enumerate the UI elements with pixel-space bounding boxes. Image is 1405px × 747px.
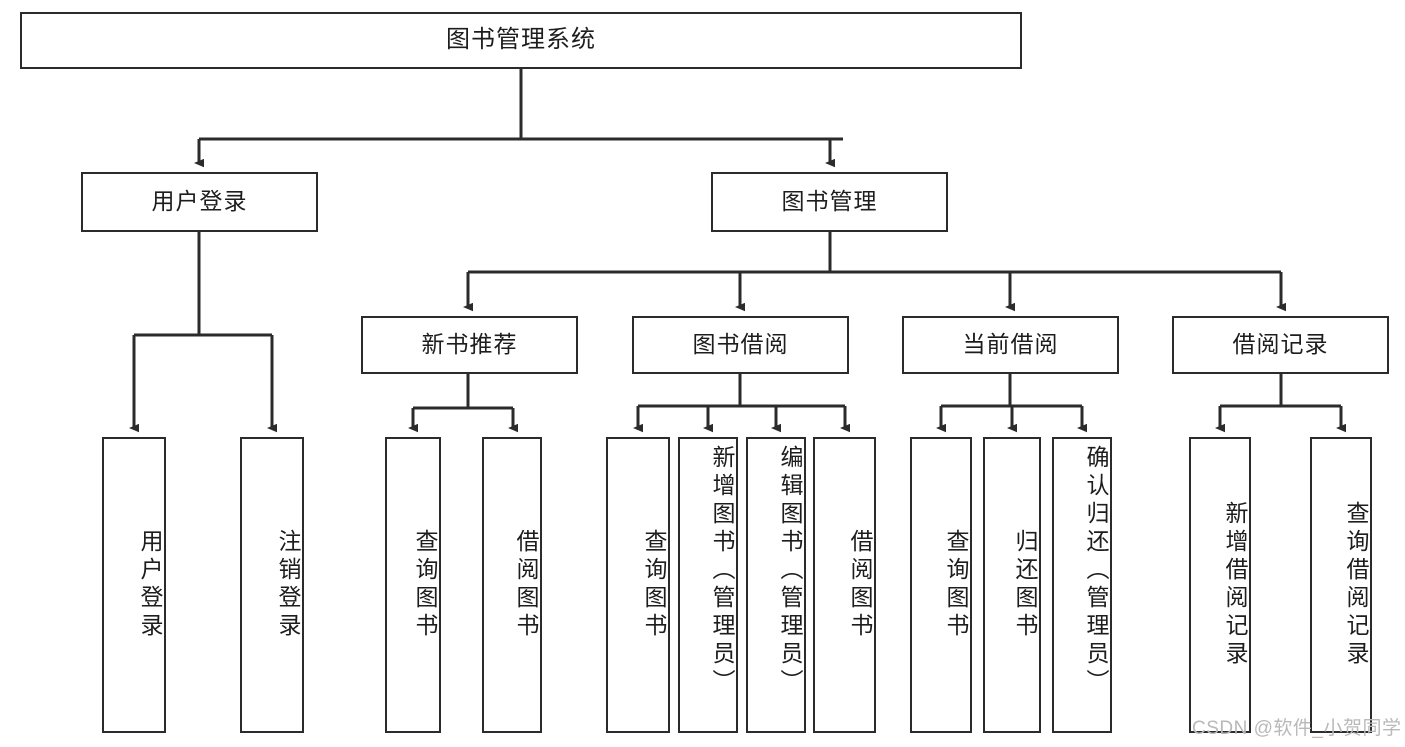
node-root[interactable]: 图书管理系统 [20, 12, 1022, 69]
node-leaf-add-book-admin-label: 新增图书（管理员） [709, 445, 735, 697]
node-leaf-query-borrow-record-label: 查询借阅记录 [1343, 501, 1369, 669]
node-leaf-borrow-book-label: 借阅图书 [847, 529, 873, 641]
node-leaf-query-book-borrow[interactable]: 查询图书 [606, 437, 670, 733]
node-root-label: 图书管理系统 [446, 26, 596, 54]
node-leaf-user-login[interactable]: 用户登录 [102, 437, 166, 733]
node-leaf-query-borrow-record[interactable]: 查询借阅记录 [1310, 437, 1372, 733]
node-book-manage-label: 图书管理 [781, 188, 878, 215]
node-leaf-query-book-current-label: 查询图书 [943, 529, 969, 641]
node-book-borrow[interactable]: 图书借阅 [632, 316, 849, 374]
node-new-book-recommend[interactable]: 新书推荐 [361, 316, 578, 374]
node-current-borrow[interactable]: 当前借阅 [902, 316, 1119, 374]
node-user-login[interactable]: 用户登录 [81, 172, 318, 232]
node-leaf-borrow-book[interactable]: 借阅图书 [813, 437, 876, 733]
node-new-book-recommend-label: 新书推荐 [421, 331, 518, 358]
node-leaf-query-book-borrow-label: 查询图书 [641, 529, 667, 641]
node-leaf-edit-book-admin-label: 编辑图书（管理员） [777, 445, 803, 697]
node-user-login-label: 用户登录 [151, 188, 248, 215]
node-leaf-confirm-return-admin[interactable]: 确认归还（管理员） [1052, 437, 1112, 733]
node-leaf-borrow-book-rec-label: 借阅图书 [513, 529, 539, 641]
node-leaf-add-book-admin[interactable]: 新增图书（管理员） [678, 437, 738, 733]
node-leaf-borrow-book-rec[interactable]: 借阅图书 [482, 437, 542, 733]
node-leaf-query-book-rec[interactable]: 查询图书 [385, 437, 441, 733]
node-leaf-query-book-rec-label: 查询图书 [412, 529, 438, 641]
node-leaf-add-borrow-record[interactable]: 新增借阅记录 [1189, 437, 1251, 733]
node-current-borrow-label: 当前借阅 [962, 331, 1059, 358]
node-book-manage[interactable]: 图书管理 [711, 172, 948, 232]
node-leaf-user-logout[interactable]: 注销登录 [240, 437, 304, 733]
node-borrow-record[interactable]: 借阅记录 [1172, 316, 1389, 374]
csdn-watermark: CSDN @软件_小贺同学 [1192, 718, 1402, 739]
node-book-borrow-label: 图书借阅 [692, 331, 789, 358]
node-leaf-return-book-label: 归还图书 [1012, 529, 1038, 641]
node-leaf-user-logout-label: 注销登录 [275, 529, 301, 641]
node-leaf-edit-book-admin[interactable]: 编辑图书（管理员） [746, 437, 806, 733]
node-borrow-record-label: 借阅记录 [1232, 331, 1329, 358]
node-leaf-user-login-label: 用户登录 [137, 529, 163, 641]
node-leaf-confirm-return-admin-label: 确认归还（管理员） [1083, 445, 1109, 697]
node-leaf-add-borrow-record-label: 新增借阅记录 [1222, 501, 1248, 669]
node-leaf-return-book[interactable]: 归还图书 [983, 437, 1041, 733]
node-leaf-query-book-current[interactable]: 查询图书 [910, 437, 972, 733]
